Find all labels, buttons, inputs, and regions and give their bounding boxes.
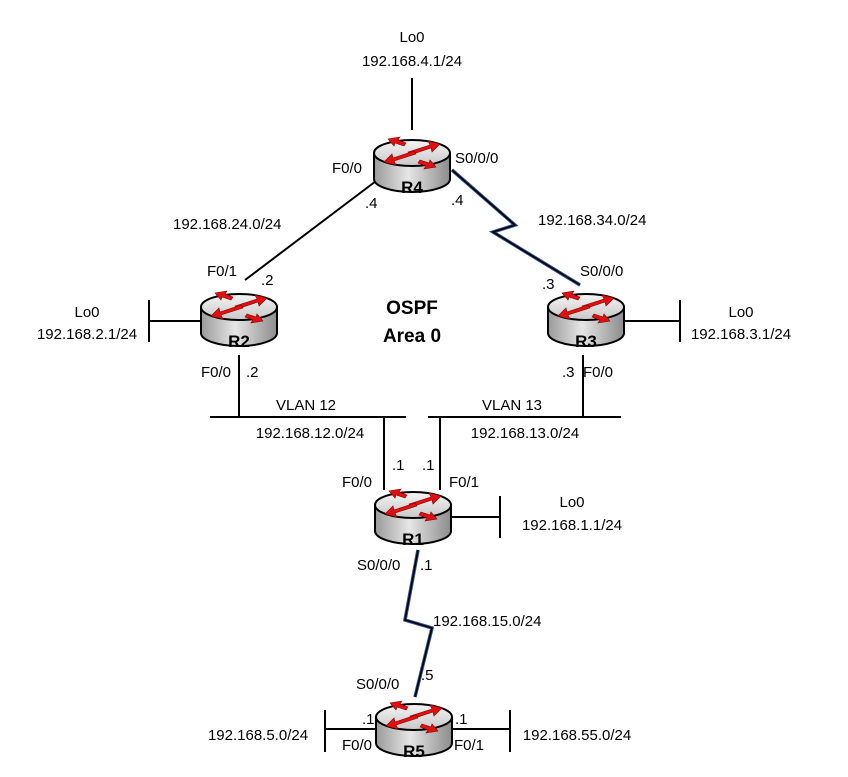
router-label: R5 (403, 742, 425, 761)
r5-f00-host: .1 (362, 711, 375, 728)
link-r4-r2 (244, 177, 381, 281)
net-12-label: 192.168.12.0/24 (256, 425, 364, 442)
r5-f00-label: F0/0 (342, 737, 372, 754)
router-label: R4 (401, 178, 423, 197)
net-34-label: 192.168.34.0/24 (538, 212, 646, 229)
router-label: R1 (402, 530, 424, 549)
net-5-label: 192.168.5.0/24 (208, 727, 308, 744)
r4-s000-label: S0/0/0 (455, 150, 498, 167)
r1-s000-label: S0/0/0 (357, 557, 400, 574)
r2-f01-host: .2 (261, 272, 274, 289)
r1-lo0-network: 192.168.1.1/24 (522, 517, 622, 534)
r2-f00-host: .2 (246, 364, 259, 381)
router-r2[interactable]: R2 (200, 290, 278, 351)
r3-s000-host: .3 (542, 276, 555, 293)
wires (148, 78, 681, 752)
r4-lo0-label: Lo0 (399, 29, 424, 46)
area-title: OSPF (386, 298, 438, 319)
r3-f00-label: F0/0 (583, 364, 613, 381)
serial-link-r4-r3 (450, 168, 581, 287)
r3-lo0-label: Lo0 (728, 304, 753, 321)
r3-f00-host: .3 (562, 364, 575, 381)
router-label: R3 (575, 332, 597, 351)
router-r4[interactable]: R4 (373, 136, 451, 197)
r5-s000-host: .5 (421, 667, 434, 684)
r4-f00-label: F0/0 (332, 160, 362, 177)
r4-lo0-network: 192.168.4.1/24 (362, 53, 462, 70)
r1-f01-label: F0/1 (449, 474, 479, 491)
area-subtitle: Area 0 (383, 326, 441, 347)
router-r1[interactable]: R1 (374, 488, 452, 549)
r2-f00-label: F0/0 (201, 364, 231, 381)
vlan12-label: VLAN 12 (276, 397, 336, 414)
r5-f01-host: .1 (455, 711, 468, 728)
r1-f00-label: F0/0 (342, 474, 372, 491)
serial-link-r1-r5 (402, 549, 435, 698)
r1-lo0-label: Lo0 (559, 494, 584, 511)
r3-lo0-network: 192.168.3.1/24 (691, 326, 791, 343)
vlan13-label: VLAN 13 (482, 397, 542, 414)
r2-lo0-network: 192.168.2.1/24 (37, 326, 137, 343)
r1-s000-host: .1 (420, 557, 433, 574)
router-label: R2 (228, 332, 250, 351)
r2-lo0-label: Lo0 (74, 304, 99, 321)
r1-f00-host: .1 (392, 457, 405, 474)
net-15-label: 192.168.15.0/24 (433, 613, 541, 630)
r4-s000-host: .4 (451, 192, 464, 209)
router-r5[interactable]: R5 (375, 700, 453, 761)
r5-s000-label: S0/0/0 (356, 676, 399, 693)
net-13-label: 192.168.13.0/24 (471, 425, 579, 442)
router-r3[interactable]: R3 (547, 290, 625, 351)
r2-f01-label: F0/1 (207, 263, 237, 280)
r3-s000-label: S0/0/0 (580, 263, 623, 280)
r5-f01-label: F0/1 (454, 737, 484, 754)
net-55-label: 192.168.55.0/24 (523, 727, 631, 744)
r1-f01-host: .1 (422, 457, 435, 474)
r4-f00-host: .4 (365, 195, 378, 212)
net-24-label: 192.168.24.0/24 (173, 216, 281, 233)
